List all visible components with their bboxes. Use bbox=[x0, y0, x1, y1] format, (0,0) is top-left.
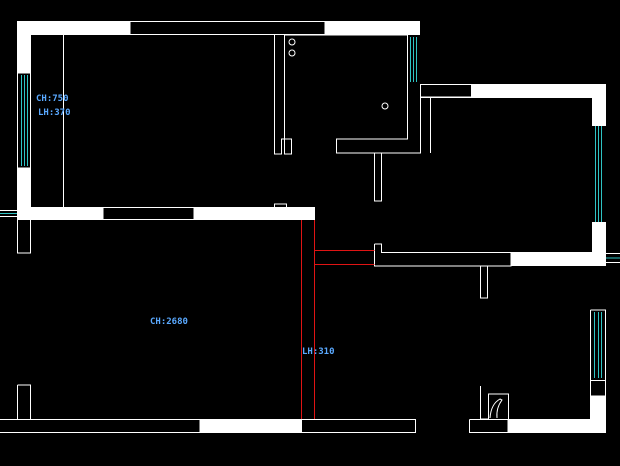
beam-height-label: LH:310 bbox=[302, 347, 335, 357]
wall-bottom-left-outline bbox=[17, 384, 31, 420]
wall-upper-left-top bbox=[20, 21, 130, 35]
wall-left-upper bbox=[17, 21, 31, 73]
wall-right-lower-frame bbox=[590, 309, 606, 397]
wall-outlines bbox=[0, 21, 620, 433]
room-ceiling-label: CH:2680 bbox=[150, 317, 188, 327]
wall-upper-mid-top bbox=[325, 21, 420, 35]
wall-left-stub bbox=[17, 220, 31, 254]
wall-mid-horizontal-a bbox=[17, 207, 103, 220]
wall-partition-stub-b bbox=[480, 266, 488, 299]
window-symbol-top-right bbox=[410, 37, 417, 82]
fixture-circle-icon bbox=[288, 38, 296, 46]
wall-outline-window-left-frame bbox=[17, 72, 31, 169]
window-sill-label: LH:370 bbox=[38, 108, 71, 118]
fixture-circle-icon bbox=[288, 49, 296, 57]
wall-outline-mid-dark bbox=[102, 207, 195, 220]
wall-outline-top-right-dark bbox=[420, 84, 472, 98]
wall-bottom-right-outline bbox=[469, 419, 509, 433]
wall-right-room-bottom-outline bbox=[374, 243, 512, 267]
door-swing-icon-arc bbox=[489, 398, 503, 419]
wall-inner-column bbox=[274, 35, 292, 155]
wall-right-room-bottom bbox=[511, 252, 606, 266]
wall-bottom-mid-run bbox=[302, 419, 416, 433]
wall-bottom-right-segment bbox=[508, 419, 606, 433]
window-height-label: CH:750 bbox=[36, 94, 69, 104]
window-symbol-right-lower bbox=[594, 312, 602, 378]
annotation-labels: CH:750 LH:370 CH:2680 LH:310 bbox=[36, 94, 335, 357]
wall-outline-top-dark bbox=[129, 21, 326, 35]
wall-partition-stub-a bbox=[374, 153, 382, 202]
wall-segments bbox=[17, 21, 606, 433]
fixture-symbols bbox=[288, 38, 509, 420]
wall-bottom-right-vertical bbox=[590, 396, 606, 433]
wall-bottom-left-run bbox=[0, 419, 201, 433]
window-symbol-right-room bbox=[595, 126, 602, 222]
window-symbol-left bbox=[21, 75, 28, 166]
wall-right-room-top bbox=[472, 84, 606, 98]
beam-lines bbox=[301, 220, 375, 419]
door-swing-icon bbox=[480, 386, 509, 420]
fixture-circle-icon bbox=[381, 102, 389, 110]
wall-bathroom-outline bbox=[284, 34, 473, 154]
window-symbols bbox=[0, 37, 620, 378]
wall-door-stub-mid bbox=[274, 203, 287, 207]
wall-bottom-left-segment bbox=[200, 419, 302, 433]
wall-right-room-right-upper bbox=[592, 84, 606, 126]
wall-mid-horizontal-b bbox=[194, 207, 315, 220]
